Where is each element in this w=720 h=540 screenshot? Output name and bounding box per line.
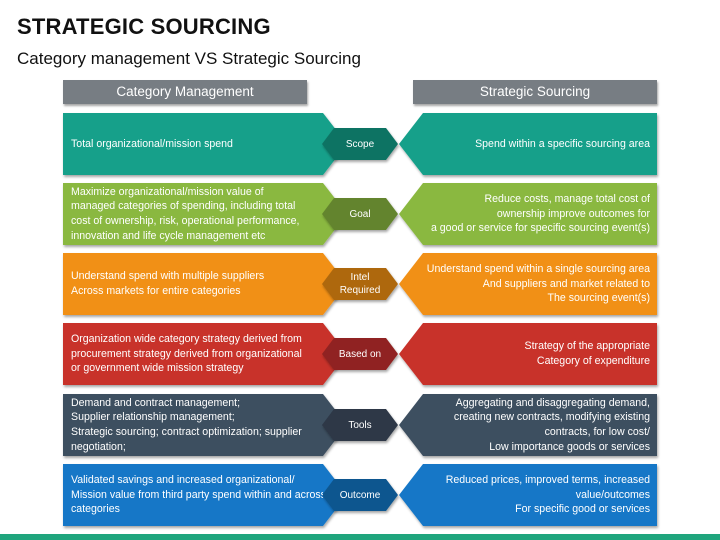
intel-left-arrow <box>63 253 347 315</box>
center-label-line: Tools <box>348 419 372 431</box>
center-label-line: Intel <box>350 272 370 283</box>
right-text-line: For specific good or services <box>515 503 650 516</box>
tools-right-arrow <box>399 394 657 456</box>
right-text-line: Category of expenditure <box>536 355 650 367</box>
left-text-line: or government wide mission strategy <box>71 362 244 375</box>
based-on-right-arrow <box>399 323 657 385</box>
center-label-line: Goal <box>349 208 371 220</box>
left-text-line: Across markets for entire categories <box>71 285 241 297</box>
left-text-line: Strategic sourcing; contract optimizatio… <box>71 426 302 438</box>
intel-category-management-text: Understand spend with multiple suppliers… <box>71 253 323 315</box>
based-on-center-label: Based on <box>322 338 398 370</box>
left-text-line: Demand and contract management; <box>71 396 241 409</box>
tools-left-arrow <box>63 394 347 456</box>
center-label-line: Based on <box>338 348 382 360</box>
tools-strategic-sourcing-text: Aggregating and disaggregating demand, cr… <box>410 394 650 456</box>
left-text-line: cost of ownership, risk, operational per… <box>71 215 300 227</box>
goal-center-label: Goal <box>322 198 398 230</box>
goal-category-management-text: Maximize organizational/mission value of… <box>71 183 323 245</box>
left-text-line: Understand spend with multiple suppliers <box>71 270 265 283</box>
tools-center-label: Tools <box>322 409 398 441</box>
right-text-line: contracts, for low cost/ <box>544 426 650 438</box>
left-text-line: Mission value from third party spend wit… <box>71 488 323 501</box>
right-text-line: a good or service for specific sourcing … <box>430 222 650 235</box>
outcome-category-management-text: Validated savings and increased organiza… <box>71 464 323 526</box>
right-text-line: Understand spend within a single sourcin… <box>426 262 650 275</box>
goal-strategic-sourcing-text: Reduce costs, manage total cost of owners… <box>410 183 650 245</box>
scope-left-arrow <box>63 113 347 175</box>
tools-center-hexagon <box>322 409 398 441</box>
intel-strategic-sourcing-text: Understand spend within a single sourcin… <box>410 253 650 315</box>
right-text-line: ownership improve outcomes for <box>496 207 650 220</box>
center-label-line: Required <box>339 285 381 296</box>
outcome-strategic-sourcing-text: Reduced prices, improved terms, increase… <box>410 464 650 526</box>
based-on-center-hexagon <box>322 338 398 370</box>
intel-center-hexagon <box>322 268 398 300</box>
page-subtitle: Category management VS Strategic Sourcin… <box>17 49 361 68</box>
outcome-center-hexagon <box>322 479 398 511</box>
left-text-line: Organization wide category strategy deri… <box>71 332 302 345</box>
scope-right-arrow <box>399 113 657 175</box>
right-text-line: Reduced prices, improved terms, increase… <box>445 473 650 486</box>
bottom-accent-bar <box>0 534 720 540</box>
left-text-line: negotiation; <box>71 440 126 453</box>
category-management-header: Category Management <box>63 80 307 104</box>
strategic-sourcing-header: Strategic Sourcing <box>413 80 657 104</box>
right-text-line: value/outcomes <box>575 488 650 501</box>
goal-right-arrow <box>399 183 657 245</box>
tools-category-management-text: Demand and contract management; Supplier … <box>71 394 323 456</box>
right-text-line: And suppliers and market related to <box>482 277 650 290</box>
based-on-left-arrow <box>63 323 347 385</box>
outcome-center-label: Outcome <box>322 479 398 511</box>
outcome-right-arrow <box>399 464 657 526</box>
right-text-line: creating new contracts, modifying existi… <box>453 411 650 424</box>
right-text-line: The sourcing event(s) <box>547 292 650 305</box>
right-text-line: Low importance goods or services <box>489 440 650 453</box>
goal-center-hexagon <box>322 198 398 230</box>
intel-right-arrow <box>399 253 657 315</box>
goal-left-arrow <box>63 183 347 245</box>
scope-center-label: Scope <box>322 128 398 160</box>
scope-center-hexagon <box>322 128 398 160</box>
center-label-line: Outcome <box>339 489 381 501</box>
scope-strategic-sourcing-text: Spend within a specific sourcing area <box>410 113 650 175</box>
left-text-line: Supplier relationship management; <box>71 411 235 424</box>
left-text-line: procurement strategy derived from organi… <box>71 347 302 360</box>
left-text-line: Validated savings and increased organiza… <box>71 473 295 486</box>
left-text-line: innovation and life cycle management etc <box>71 229 266 242</box>
left-text-line: managed categories of spending, includin… <box>71 200 296 213</box>
left-text-line: Maximize organizational/mission value of <box>71 185 264 198</box>
left-text-line: categories <box>71 503 120 516</box>
left-text-line: Total organizational/mission spend <box>71 137 233 150</box>
page-title: STRATEGIC SOURCING <box>17 14 271 39</box>
scope-category-management-text: Total organizational/mission spend <box>71 113 323 175</box>
based-on-category-management-text: Organization wide category strategy deri… <box>71 323 323 385</box>
right-text-line: Reduce costs, manage total cost of <box>484 192 650 205</box>
center-label-line: Scope <box>345 138 375 150</box>
right-text-line: Spend within a specific sourcing area <box>475 137 650 150</box>
right-text-line: Aggregating and disaggregating demand, <box>455 396 650 409</box>
right-text-line: Strategy of the appropriate <box>524 340 650 353</box>
outcome-left-arrow <box>63 464 347 526</box>
